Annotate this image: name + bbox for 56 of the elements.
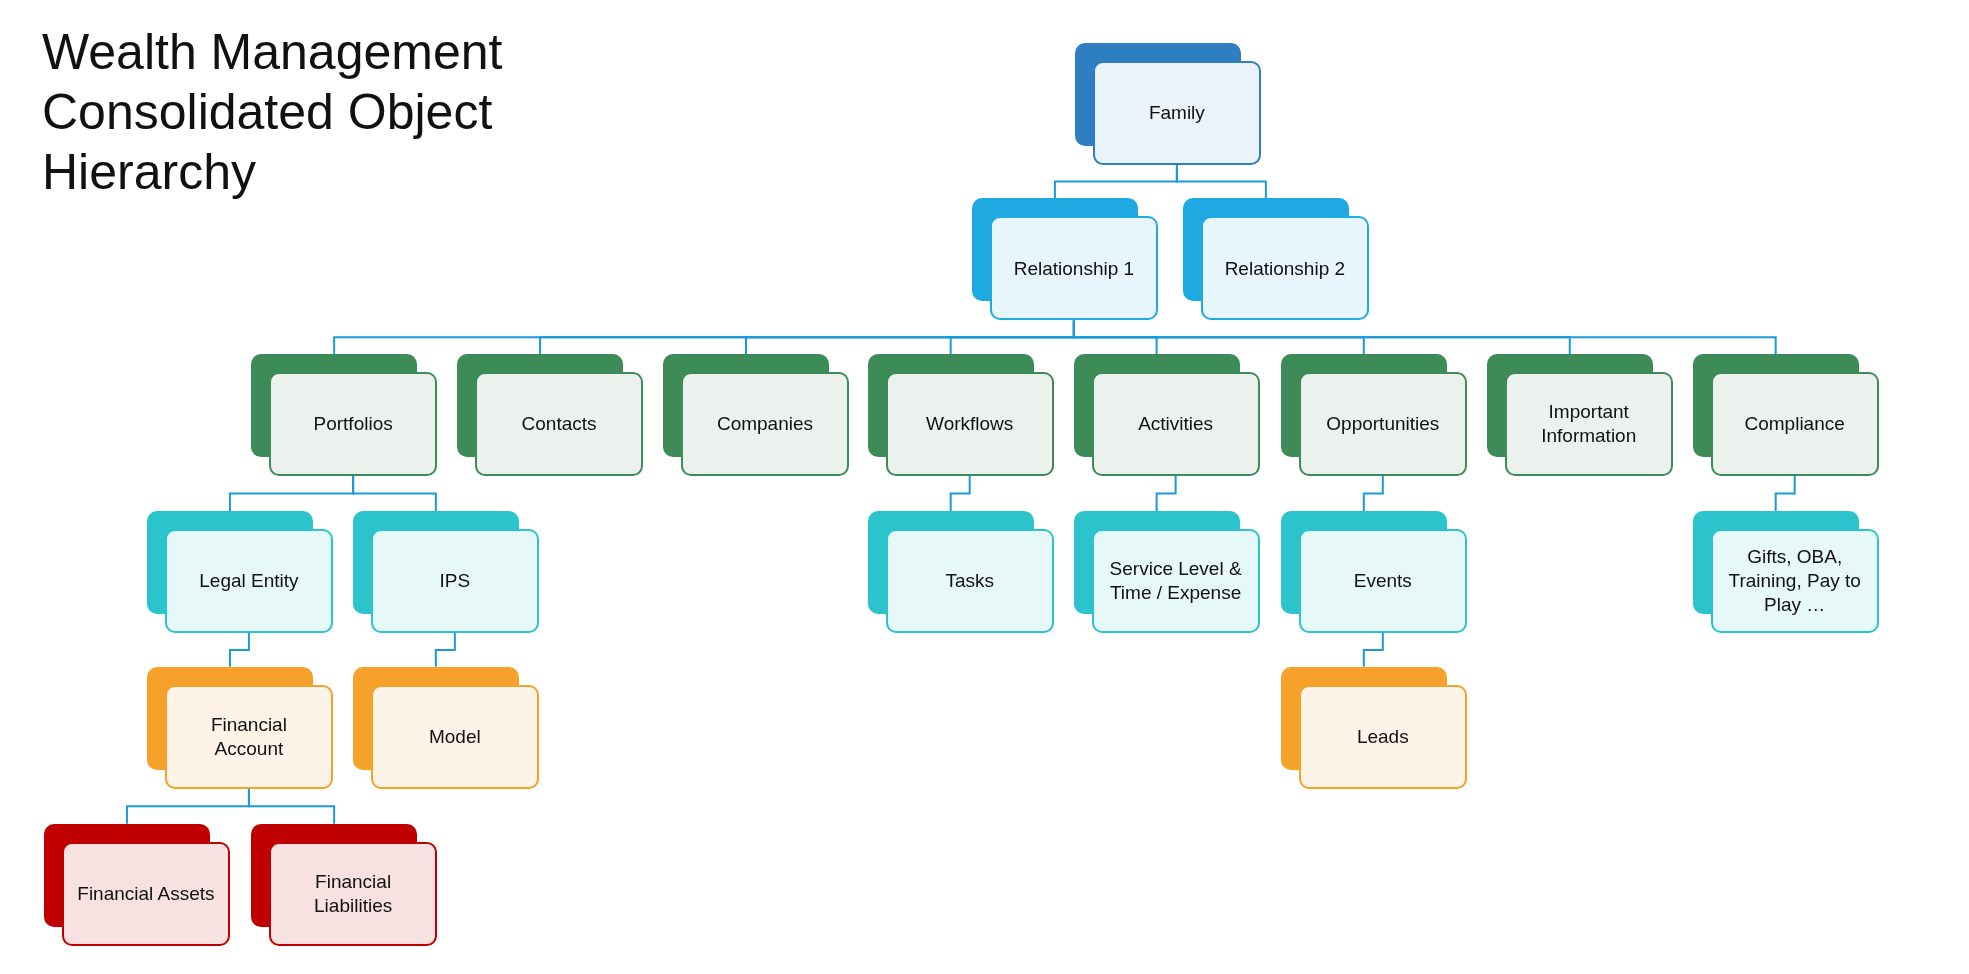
hierarchy-card (1486, 354, 1673, 478)
hierarchy-card (251, 823, 438, 947)
hierarchy-card (352, 511, 539, 635)
card-label: Contacts (521, 412, 597, 436)
hierarchy-card (1280, 354, 1467, 478)
hierarchy-card (1692, 511, 1879, 635)
hierarchy-card (1280, 666, 1467, 790)
card-label: Activities (1138, 412, 1214, 436)
card-label: Events (1353, 569, 1412, 593)
connector-line (1362, 632, 1384, 668)
card-label: Gifts, OBA, Training, Pay to Play … (1727, 545, 1862, 617)
hierarchy-card (867, 511, 1054, 635)
connector-line (949, 475, 971, 513)
connector-line (228, 632, 250, 668)
connector-line (1072, 319, 1777, 356)
connector-line (1362, 475, 1384, 513)
connector-line (1774, 475, 1796, 513)
card-label: Important Information (1540, 400, 1638, 448)
card-label: Model (428, 724, 481, 749)
hierarchy-card (1280, 511, 1467, 635)
hierarchy-card (1073, 354, 1260, 478)
connector-line (1155, 475, 1177, 513)
hierarchy-card (352, 666, 539, 790)
connector-line (352, 475, 437, 513)
diagram-title: Wealth Management Consolidated Object Hierarchy (42, 23, 504, 202)
card-label: Compliance (1744, 412, 1845, 436)
card-label: Opportunities (1326, 412, 1440, 436)
card-label: Relationship 1 (1013, 256, 1135, 281)
card-label: Leads (1356, 724, 1409, 749)
hierarchy-card (971, 198, 1158, 322)
hierarchy-card (663, 354, 849, 478)
card-label: IPS (439, 569, 471, 593)
connector-line (434, 632, 456, 668)
card-label: Portfolios (313, 412, 393, 436)
card-label: Tasks (945, 569, 994, 593)
hierarchy-card (1692, 354, 1879, 478)
hierarchy-card (1073, 511, 1260, 635)
card-label: Workflows (926, 412, 1014, 436)
card-label: Financial Account (209, 713, 288, 761)
card-label: Family (1148, 100, 1205, 125)
connector-line (1175, 163, 1267, 200)
hierarchy-card (457, 354, 644, 478)
hierarchy-card (251, 354, 438, 478)
card-label: Legal Entity (199, 569, 299, 593)
hierarchy-card (1182, 198, 1369, 322)
hierarchy-card (146, 511, 333, 635)
card-label: Companies (716, 412, 814, 436)
hierarchy-card (1074, 42, 1261, 166)
card-label: Relationship 2 (1224, 256, 1346, 281)
card-label: Financial Liabilities (313, 870, 394, 918)
connector-line (247, 787, 336, 825)
card-label: Service Level & Time / Expense (1108, 557, 1243, 605)
hierarchy-card (146, 666, 333, 790)
hierarchy-card (867, 354, 1054, 478)
hierarchy-card (43, 823, 230, 947)
card-label: Financial Assets (77, 881, 215, 906)
